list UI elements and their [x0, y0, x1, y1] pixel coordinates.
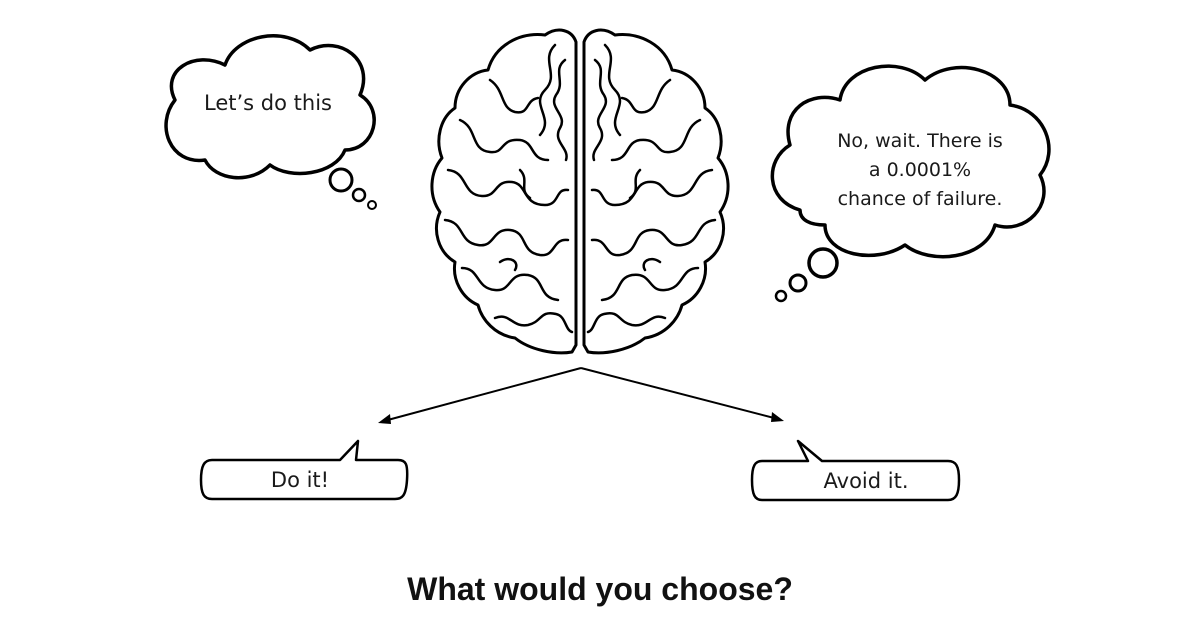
thought-left-text: Let’s do this — [204, 91, 332, 115]
thought-cloud-left: Let’s do this — [164, 34, 377, 210]
choice-left-label: Do it! — [271, 468, 329, 492]
choice-bubble-do-it: Do it! — [199, 439, 409, 501]
thought-right-line-3: chance of failure. — [838, 188, 1003, 210]
choice-bubble-avoid-it: Avoid it. — [750, 439, 961, 502]
choice-arrows — [378, 367, 784, 424]
question-title: What would you choose? — [407, 571, 793, 607]
choice-right-label: Avoid it. — [824, 469, 909, 493]
thought-cloud-right: No, wait. There is a 0.0001% chance of f… — [770, 64, 1051, 303]
thought-right-line-1: No, wait. There is — [837, 130, 1003, 152]
brain-icon — [430, 28, 730, 355]
thought-right-line-2: a 0.0001% — [869, 159, 971, 181]
